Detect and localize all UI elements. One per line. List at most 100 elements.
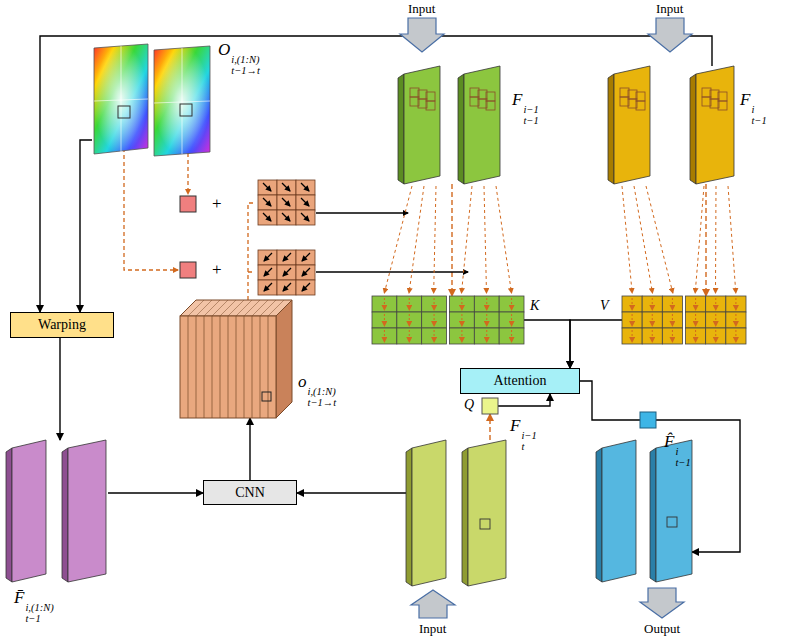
cell-arrow (384, 314, 385, 326)
cell-arrow (511, 330, 512, 342)
io-label: Output (644, 621, 680, 636)
feature-map (412, 440, 446, 586)
superscript: i,(1:N) (231, 54, 260, 65)
input-arrow (400, 18, 444, 52)
cube-slice (188, 300, 204, 316)
offset-cell (296, 195, 315, 210)
cell-arrow (695, 330, 696, 342)
math-symbol: F̂ (664, 432, 674, 451)
index-stack: i−1t−1 (523, 104, 538, 126)
superscript: i−1 (523, 104, 538, 115)
process-box: Attention (460, 368, 580, 394)
sampled-cell (397, 296, 422, 312)
sampled-cell (474, 312, 499, 328)
sampled-cell (622, 312, 642, 328)
offset-cell (277, 280, 296, 295)
cube-node: oi,(1:N)t−1→t (180, 300, 292, 418)
sampled-cell (372, 328, 397, 344)
flow-map (94, 44, 148, 154)
sampled-cell (372, 312, 397, 328)
math-symbol: F (510, 416, 520, 435)
feature-map-stack: Fi−1t−1 (398, 66, 504, 184)
feature-map-side (6, 448, 12, 582)
node-shape (372, 296, 524, 344)
sample-window (426, 101, 435, 110)
box-label: Attention (494, 373, 547, 389)
index-stack: it−1 (751, 104, 766, 126)
feature-map (404, 66, 440, 184)
math-label: Fi−1t−1 (512, 90, 539, 126)
sampled-cell (499, 312, 524, 328)
offset-vector (301, 213, 309, 221)
offset-cell (258, 180, 277, 195)
flow-map (154, 46, 210, 156)
sample-window (426, 92, 435, 101)
feature-map (602, 440, 636, 582)
sampled-cell (450, 312, 475, 328)
offset-cell (296, 210, 315, 225)
offset-vector (283, 268, 291, 276)
feature-map (656, 440, 692, 582)
offset-sample-line (248, 203, 255, 300)
feature-map-side (650, 448, 656, 582)
sample-window (636, 92, 645, 101)
connector (498, 394, 550, 406)
flow-window (180, 104, 192, 116)
feature-map-stack: Fit−1 (606, 66, 734, 184)
offset-cell (296, 280, 315, 295)
sample-window (718, 92, 727, 101)
offset-vector (282, 213, 290, 221)
node-shape (622, 296, 746, 344)
subscript: t−1 (25, 613, 53, 624)
cell-arrow (672, 314, 673, 326)
plus-sign: + (212, 195, 222, 213)
connector (524, 320, 570, 368)
index-stack: it−1 (675, 446, 690, 468)
sampled-cell (686, 296, 706, 312)
subscript: t−1 (751, 115, 766, 126)
cell-arrow (695, 314, 696, 326)
cube-slice (188, 316, 189, 418)
feature-map-side (608, 74, 614, 184)
sampling-line (646, 186, 673, 293)
cube-slice (212, 300, 228, 316)
feature-map-side (398, 74, 404, 184)
sampled-cell (397, 312, 422, 328)
cell-arrow (715, 298, 716, 310)
cube-slice (228, 316, 229, 418)
io-label: Input (419, 621, 446, 636)
cell-arrow (695, 298, 696, 310)
input-arrow (411, 590, 455, 618)
cell-arrow (486, 298, 487, 310)
feature-map (68, 440, 106, 582)
math-label: Fi−1t (510, 416, 537, 452)
cube-slice (204, 316, 205, 418)
sampled-cell (622, 296, 642, 312)
sampling-line (434, 186, 436, 293)
sampled-cell (642, 328, 662, 344)
superscript: i (675, 446, 690, 457)
offset-cell (258, 250, 277, 265)
superscript: i (751, 104, 766, 115)
io-label: Input (656, 1, 683, 16)
cell-arrow (461, 314, 462, 326)
cell-arrow (434, 298, 435, 310)
cube-slice (228, 300, 244, 316)
offset-cell (258, 280, 277, 295)
offset-grids (258, 180, 315, 295)
feature-map-stack: F̂it−1 (596, 440, 692, 582)
sample-window (486, 101, 495, 110)
offset-vector (301, 183, 309, 191)
sample-window (636, 101, 645, 110)
superscript: i,(1:N) (25, 602, 53, 613)
offset-cell (277, 180, 296, 195)
offset-vector (283, 283, 291, 291)
feature-map (464, 66, 500, 184)
sampled-cell (474, 296, 499, 312)
connector (59, 338, 60, 440)
feature-map (468, 440, 506, 586)
symbol-label: V (600, 298, 609, 314)
sampled-cell (662, 296, 682, 312)
cell-arrow (486, 314, 487, 326)
node-shape (6, 440, 108, 582)
